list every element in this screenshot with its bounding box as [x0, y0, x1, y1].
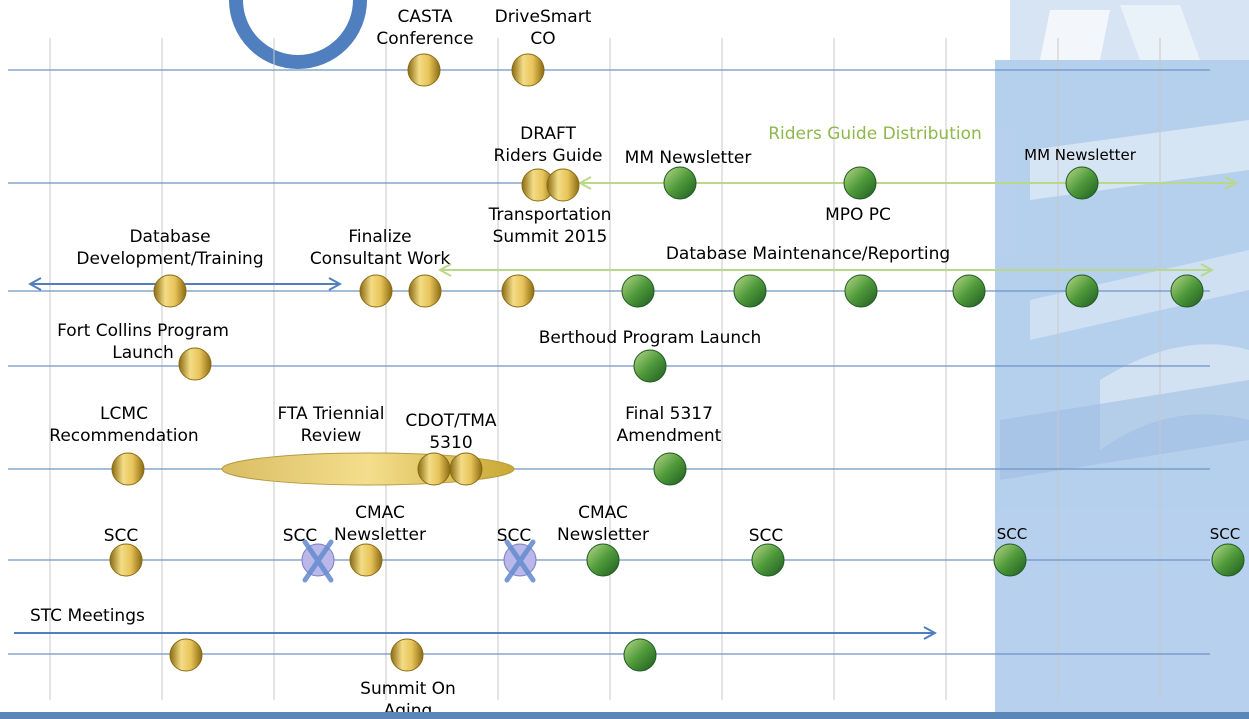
database-maintenance-marker-1 [621, 274, 655, 308]
database-maintenance-marker-6 [1170, 274, 1204, 308]
scc-label-6: SCC [1209, 525, 1241, 543]
database-maintenance-marker-5 [1065, 274, 1099, 308]
scc-label-2: SCC [282, 526, 318, 546]
scc-label-3: SCC [496, 526, 532, 546]
finalize-consultant-marker-1 [359, 274, 393, 308]
database-maintenance-label: Database Maintenance/Reporting [665, 244, 951, 264]
mm-newsletter-label-2: MM Newsletter [1024, 146, 1136, 164]
footer-bar [0, 712, 1249, 719]
scc-label-5: SCC [996, 525, 1028, 543]
riders-guide-distribution-label: Riders Guide Distribution [768, 124, 982, 144]
final-5317-marker [653, 452, 687, 486]
cdot-tma-marker [449, 452, 483, 486]
scc-marker-5 [993, 543, 1027, 577]
database-marker-gold [501, 274, 535, 308]
finalize-consultant-marker-2 [408, 274, 442, 308]
circle-logo-fragment [229, 0, 367, 69]
lcmc-recommendation-marker [111, 452, 145, 486]
stc-meeting-marker-2 [623, 638, 657, 672]
mpo-pc-marker [843, 166, 877, 200]
mm-newsletter-label-1: MM Newsletter [624, 148, 752, 168]
mm-newsletter-marker-2 [1065, 166, 1099, 200]
scc-marker-1 [109, 543, 143, 577]
database-maintenance-marker-4 [952, 274, 986, 308]
scc-marker-6 [1211, 543, 1245, 577]
stc-meetings-label: STC Meetings [30, 606, 145, 626]
drivesmart-marker [511, 53, 545, 87]
scc-marker-4 [751, 543, 785, 577]
mm-newsletter-marker-1 [663, 166, 697, 200]
scc-label-4: SCC [748, 526, 784, 546]
database-maintenance-marker-3 [844, 274, 878, 308]
background-art [995, 0, 1249, 719]
database-maintenance-marker-2 [733, 274, 767, 308]
cmac-newsletter-marker-2 [586, 543, 620, 577]
stc-meeting-marker-1 [169, 638, 203, 672]
scc-label-1: SCC [103, 526, 139, 546]
mpo-pc-label: MPO PC [825, 205, 891, 225]
berthoud-launch-marker [633, 349, 667, 383]
scc-marker-2-cancelled [301, 539, 335, 583]
transportation-summit-marker [546, 168, 580, 202]
casta-conference-marker [407, 53, 441, 87]
berthoud-launch-label: Berthoud Program Launch [538, 328, 762, 348]
scc-marker-3-cancelled [503, 539, 537, 583]
database-development-marker [153, 274, 187, 308]
fort-collins-launch-marker [178, 347, 212, 381]
vertical-gridlines [49, 38, 1161, 700]
summit-on-aging-marker [390, 638, 424, 672]
cmac-newsletter-marker-1 [349, 543, 383, 577]
fta-triennial-marker [417, 452, 451, 486]
